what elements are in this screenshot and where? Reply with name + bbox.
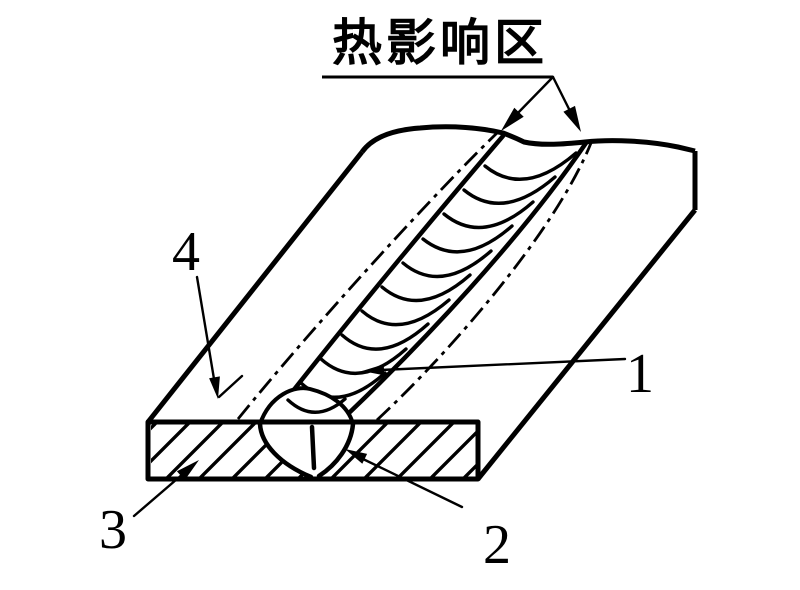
- callout-4-arrowhead: [209, 376, 220, 399]
- callout-1-label: 1: [626, 343, 654, 405]
- haz-boundary-right-line: [376, 142, 593, 422]
- weld-nugget-left-fusion-line: [257, 421, 314, 480]
- callout-3-arrowhead: [176, 460, 199, 481]
- callout-4: 4: [172, 221, 244, 399]
- callout-3: 3: [99, 460, 199, 561]
- callouts: 热影响区 4 1 3: [99, 14, 654, 576]
- callout-4-leader: [195, 275, 217, 387]
- weld-ripple: [319, 347, 408, 375]
- weld-toe-line-right: [347, 140, 589, 415]
- haz-annotation: 热影响区: [322, 14, 581, 132]
- weld-ripple: [442, 200, 535, 230]
- callout-2-arrowhead: [345, 449, 368, 464]
- callout-3-leader: [132, 471, 186, 518]
- weld-ripple: [421, 224, 514, 254]
- weld-ripples: [299, 151, 578, 399]
- callout-1-leader: [379, 357, 627, 372]
- callout-2: 2: [345, 449, 511, 576]
- front-cross-section: [145, 419, 481, 482]
- weld-ripple: [380, 273, 472, 303]
- plate-body: [146, 124, 698, 481]
- plate-far-break-edge: [359, 124, 696, 154]
- callout-1: 1: [362, 343, 654, 405]
- callout-1-arrowhead: [362, 364, 385, 376]
- weld-ripple: [340, 322, 430, 351]
- weld-bead: [258, 133, 589, 426]
- haz-arrowhead-right: [563, 105, 581, 132]
- haz-boundary-left-line: [236, 131, 498, 420]
- callout-4-surface-tick: [217, 374, 244, 399]
- haz-leader-left: [512, 75, 555, 119]
- haz-label: 热影响区: [332, 14, 548, 72]
- weld-ripple: [360, 298, 451, 327]
- haz-leader-right: [551, 75, 573, 115]
- callout-2-label: 2: [483, 514, 511, 576]
- callout-2-leader: [361, 457, 464, 509]
- weld-cap-front-arc: [258, 386, 355, 426]
- weld-nugget-right-fusion-line: [316, 421, 356, 479]
- heat-affected-zone-boundaries: [236, 131, 593, 422]
- callout-3-label: 3: [99, 499, 127, 561]
- weld-nugget-centerline: [309, 424, 317, 471]
- weld-nugget-fill: [260, 424, 353, 477]
- weld-ripple: [483, 151, 578, 181]
- weld-ripple: [462, 175, 557, 205]
- weld-toe-line-left: [275, 133, 506, 413]
- weld-ripple: [401, 249, 493, 279]
- plate-right-face-bottom-edge: [476, 208, 697, 481]
- haz-arrowhead-left: [501, 107, 524, 131]
- plate-top-face-left-edge: [146, 150, 364, 424]
- callout-4-label: 4: [172, 221, 200, 283]
- front-face-border: [145, 419, 481, 482]
